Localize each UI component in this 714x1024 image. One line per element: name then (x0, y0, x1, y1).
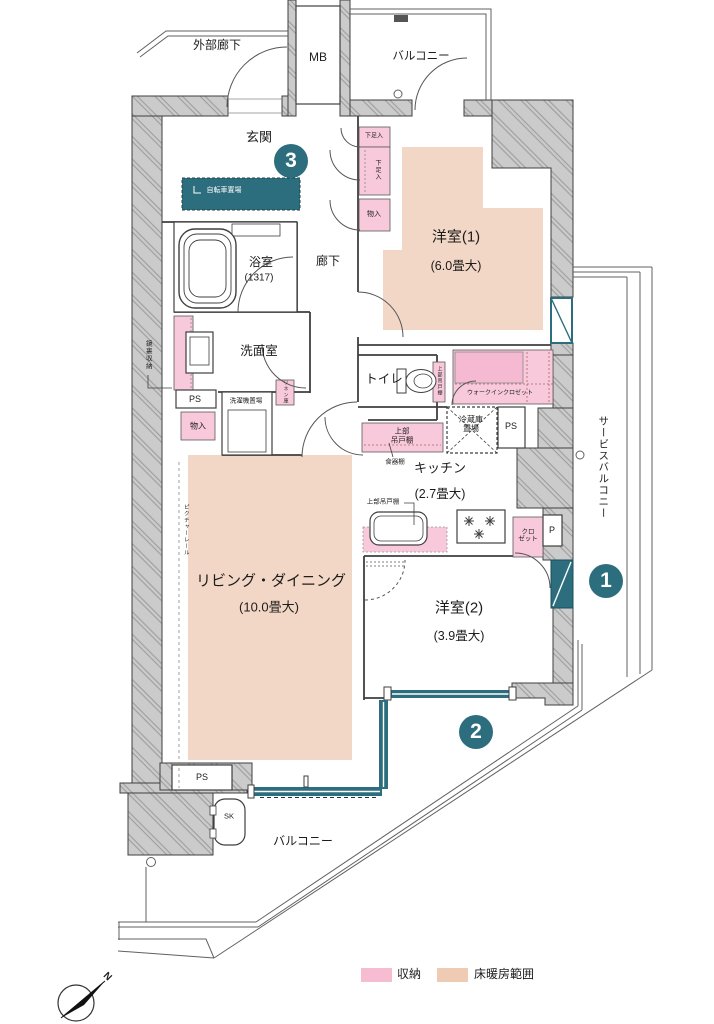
legend-storage-swatch (361, 968, 392, 982)
hallway-label: 廊下 (315, 254, 341, 269)
western-room-1-label: 洋室(1) (431, 228, 481, 246)
meter-box-label: MB (309, 50, 327, 65)
pipe-p-label: P (548, 524, 556, 535)
floor-heating-areas (188, 147, 543, 760)
legend-floor-heating-swatch (437, 968, 468, 982)
upper-cabinet-toilet-label: 上部吊戸棚 (436, 366, 443, 396)
living-dining-size: (10.0畳大) (239, 599, 299, 615)
legend-storage-label: 収納 (397, 967, 422, 982)
western-room-1-size: (6.0畳大) (430, 258, 482, 273)
walls (119, 0, 574, 856)
mirror-storage-label: 鏡裏収納 (144, 340, 152, 370)
dish-shelf-label: 食器棚 (385, 458, 405, 466)
storage-areas (173, 126, 554, 558)
ps-left-label: PS (188, 393, 202, 404)
compass-icon (57, 980, 106, 1022)
storage-left-label: 物入 (190, 421, 206, 431)
upper-cabinet-kitchen-label: 上部 吊戸棚 (390, 426, 414, 444)
circled-number-1: 1 (589, 564, 623, 598)
living-dining-label: リビング・ダイニング (195, 572, 347, 590)
shoe-box-2-label: 下足入 (374, 159, 380, 181)
circled-number-2: 2 (459, 715, 493, 749)
western-room-2-label: 洋室(2) (434, 599, 484, 617)
balcony-railings (117, 8, 653, 959)
linen-cabinet-label: リネン庫 (282, 380, 289, 404)
balcony-top-label: バルコニー (392, 50, 450, 63)
fridge-place-label: 冷蔵庫 置場 (459, 414, 483, 433)
picture-rail-label: ピクチャーレール (182, 504, 189, 556)
kitchen-size: (2.7畳大) (414, 486, 466, 501)
slop-sink-label: SK (223, 811, 235, 821)
bathtub-icon (178, 228, 237, 309)
bathroom-label: 浴室 (248, 255, 274, 270)
kitchen-label: キッチン (413, 460, 467, 476)
service-balcony-label: サービスバルコニー (597, 415, 610, 519)
ps-right-label: PS (504, 420, 518, 431)
closet-label: クロ ゼット (518, 528, 538, 543)
shoe-box-1-label: 下足入 (364, 133, 384, 140)
toilet-label: トイレ (365, 371, 403, 386)
stove-burners-icon (464, 516, 495, 539)
circled-number-3: 3 (274, 144, 308, 178)
pointer-lines (147, 375, 415, 788)
exterior-corridor-label: 外部廊下 (192, 38, 242, 53)
entrance-label: 玄関 (245, 129, 273, 145)
balcony-bottom-label: バルコニー (273, 834, 333, 849)
door-arcs (226, 46, 551, 601)
washroom-label: 洗面室 (240, 343, 278, 358)
toilet-icon (396, 368, 437, 394)
bicycle-parking-label: 自転車置場 (206, 186, 242, 194)
upper-cabinet-counter-label: 上部吊戸棚 (366, 498, 400, 506)
legend-floor-heating-label: 床暖房範囲 (474, 967, 535, 982)
walk-in-closet-label: ウォークインクロゼット (466, 390, 534, 397)
bicycle-parking-box (181, 177, 301, 211)
storage-hall-label: 物入 (367, 210, 381, 218)
washer-place-label: 洗濯機置場 (229, 397, 263, 405)
bathroom-size: (1317) (244, 272, 274, 284)
ps-bottom-label: PS (195, 771, 209, 782)
western-room-2-size: (3.9畳大) (433, 628, 485, 643)
windows (247, 297, 574, 799)
